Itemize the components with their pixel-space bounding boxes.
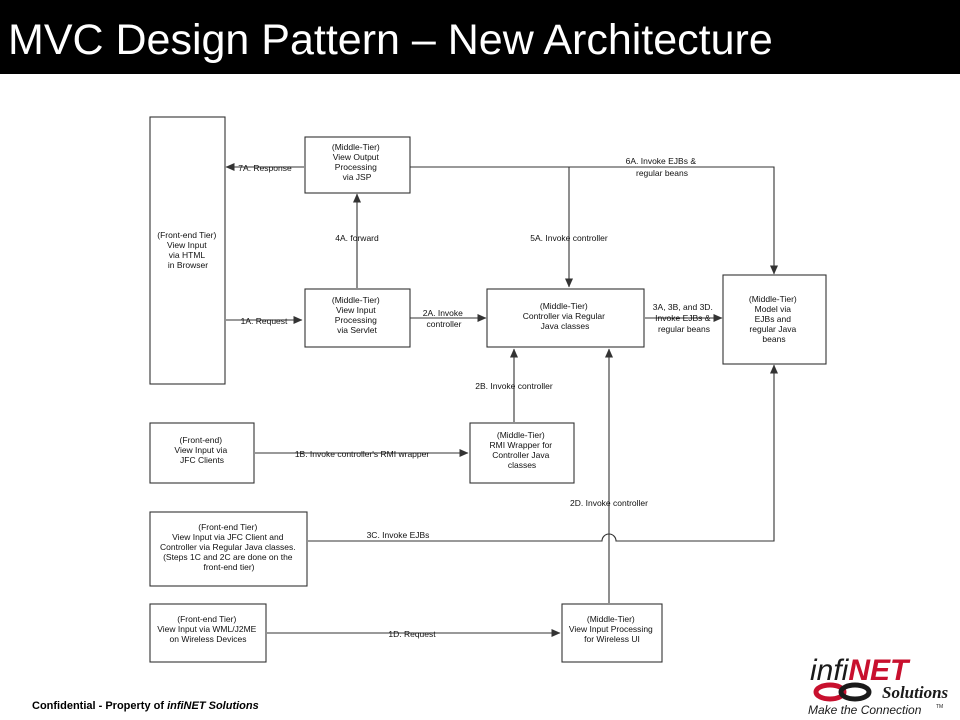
label-2d-invoke-controller: 2D. Invoke controller bbox=[570, 498, 648, 508]
page-title: MVC Design Pattern – New Architecture bbox=[8, 16, 773, 64]
label-7a-response: 7A. Response bbox=[238, 163, 292, 173]
box-front-jfc-controller bbox=[149, 511, 308, 587]
node-front-jfc-controller: (Front-end Tier) View Input via JFC Clie… bbox=[160, 522, 298, 572]
node-front-wireless: (Front-end Tier) View Input via WML/J2ME… bbox=[157, 614, 258, 644]
footer-brand: infiNET Solutions bbox=[167, 700, 259, 712]
svg-text:infiNET: infiNET bbox=[810, 654, 911, 687]
label-1a-request: 1A. Request bbox=[241, 316, 288, 326]
infinity-icon bbox=[813, 682, 872, 702]
label-5a-invoke-controller: 5A. Invoke controller bbox=[530, 233, 608, 243]
svg-text:TM: TM bbox=[936, 704, 943, 710]
box-view-output bbox=[304, 136, 411, 194]
box-front-wireless bbox=[149, 603, 267, 663]
label-1d-request: 1D. Request bbox=[388, 629, 436, 639]
node-model: (Middle-Tier) Model via EJBs and regular… bbox=[749, 294, 799, 344]
label-6a-invoke-ejbs: 6A. Invoke EJBs & regular beans bbox=[626, 156, 699, 178]
box-controller bbox=[486, 288, 645, 348]
connectors bbox=[225, 163, 778, 637]
box-front-jfc bbox=[149, 422, 255, 484]
boxes bbox=[149, 116, 827, 663]
node-wireless-processing: (Middle-Tier) View Input Processing for … bbox=[569, 614, 655, 644]
footer-confidential: Confidential - Property of infiNET Solut… bbox=[32, 700, 259, 712]
box-view-input-servlet bbox=[304, 288, 411, 348]
box-model bbox=[722, 274, 827, 365]
label-2a-invoke-controller: 2A. Invoke controller bbox=[423, 308, 466, 329]
node-rmi-wrapper: (Middle-Tier) RMI Wrapper for Controller… bbox=[489, 430, 554, 470]
title-bar: MVC Design Pattern – New Architecture bbox=[0, 0, 960, 74]
node-controller: (Middle-Tier) Controller via Regular Jav… bbox=[523, 301, 608, 331]
node-front-jfc: (Front-end) View Input via JFC Clients bbox=[174, 435, 229, 465]
edge-6a-invoke-ejbs bbox=[410, 166, 778, 275]
edge-3c-invoke-ejbs bbox=[308, 364, 778, 542]
node-view-output: (Middle-Tier) View Output Processing via… bbox=[332, 142, 382, 182]
svg-text:Solutions: Solutions bbox=[882, 683, 949, 702]
label-1b-invoke-rmi: 1B. Invoke controller's RMI wrapper bbox=[295, 449, 430, 459]
node-view-input-servlet: (Middle-Tier) View Input Processing via … bbox=[332, 295, 382, 335]
box-front-browser bbox=[149, 116, 226, 385]
box-rmi-wrapper bbox=[469, 422, 575, 484]
node-front-browser: (Front-end Tier) View Input via HTML in … bbox=[157, 230, 218, 270]
svg-text:Make the Connection: Make the Connection bbox=[808, 703, 922, 717]
infinet-logo: infiNET Solutions Make the Connection TM bbox=[808, 654, 949, 717]
label-3c-invoke-ejbs: 3C. Invoke EJBs bbox=[367, 530, 430, 540]
label-3abd-invoke-ejbs: 3A, 3B, and 3D. Invoke EJBs & regular be… bbox=[653, 302, 715, 334]
box-wireless-processing bbox=[561, 603, 663, 663]
label-4a-forward: 4A. forward bbox=[335, 233, 379, 243]
label-2b-invoke-controller: 2B. Invoke controller bbox=[475, 381, 553, 391]
